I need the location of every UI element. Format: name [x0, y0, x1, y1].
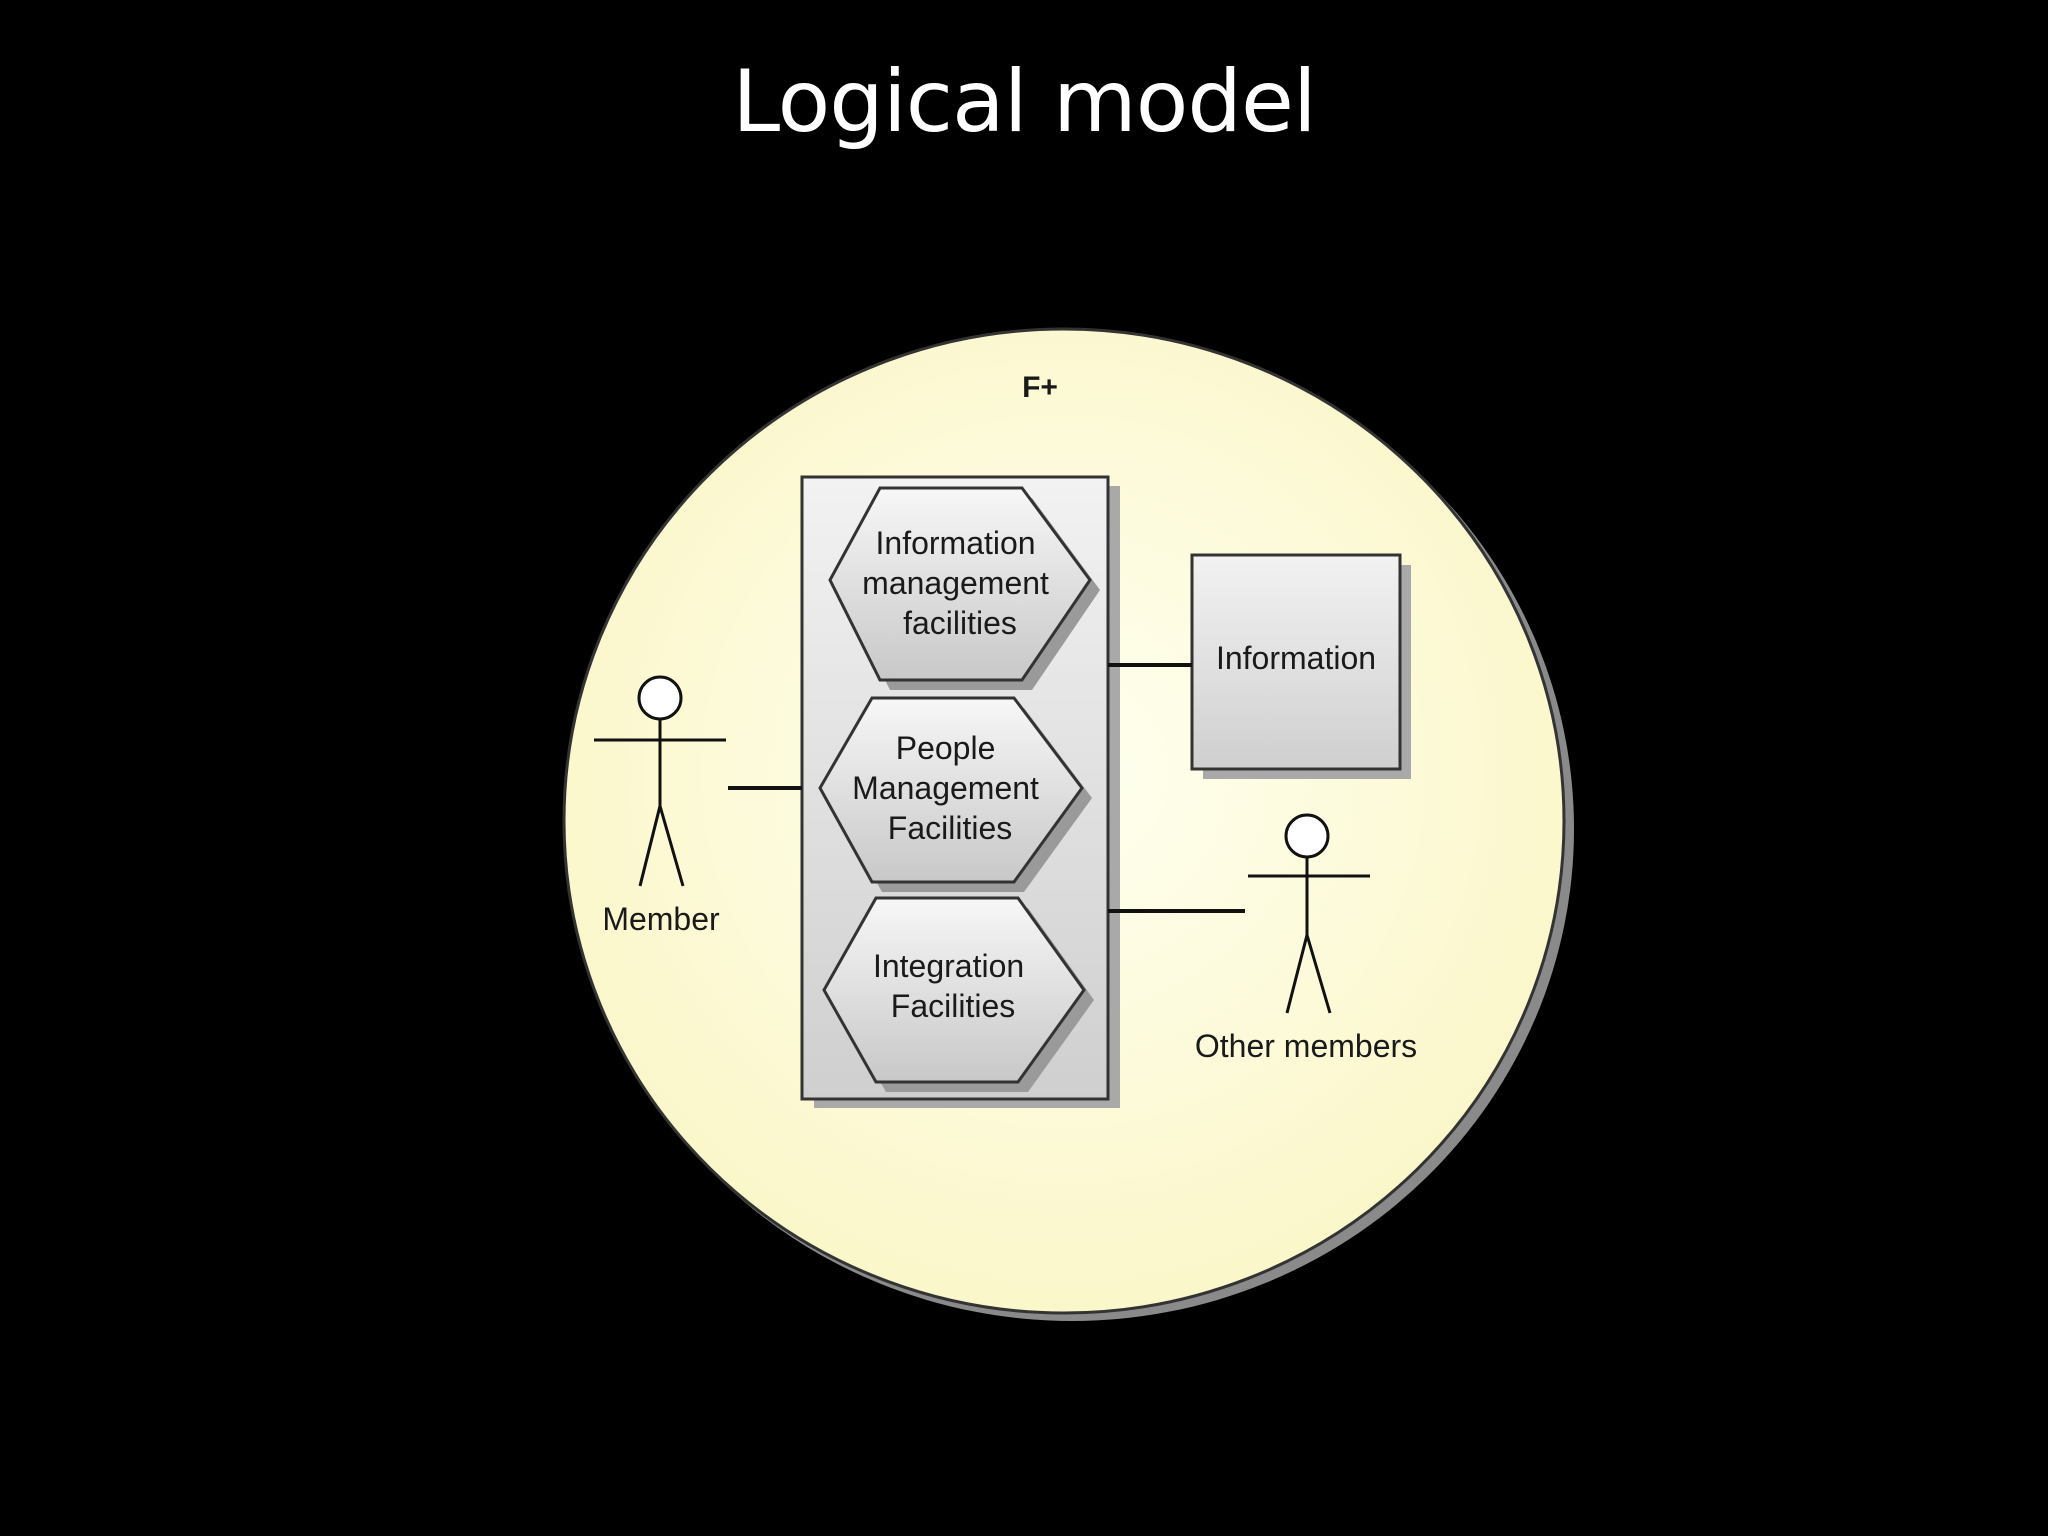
- member-label: Member: [602, 901, 720, 937]
- info-mgmt-line-1: Information: [876, 525, 1036, 561]
- svg-text:Integration Facilities: Integration Facilities: [873, 948, 1033, 1024]
- system-label: F+: [1022, 371, 1058, 404]
- people-mgmt-line-3: Facilities: [888, 810, 1012, 846]
- info-mgmt-line-2: management: [862, 565, 1049, 601]
- info-mgmt-facility: Information management facilities: [828, 486, 1100, 690]
- people-mgmt-line-1: People: [896, 730, 996, 766]
- information-label: Information: [1216, 640, 1376, 676]
- other-members-actor: [1248, 813, 1370, 1014]
- integration-facility: Integration Facilities: [822, 896, 1094, 1092]
- people-mgmt-facility: People Management Facilities: [818, 696, 1092, 892]
- info-mgmt-line-3: facilities: [903, 605, 1017, 641]
- integration-line-1: Integration: [873, 948, 1024, 984]
- svg-text:Information management: Information management facilities: [862, 525, 1058, 641]
- integration-line-2: Facilities: [891, 988, 1015, 1024]
- slide-title: Logical model: [732, 52, 1317, 152]
- member-actor: [594, 675, 726, 887]
- svg-text:People Management: People Management Facilities: [852, 730, 1048, 846]
- information-box: Information: [1190, 553, 1411, 779]
- other-members-label: Other members: [1195, 1028, 1417, 1064]
- people-mgmt-line-2: Management: [852, 770, 1039, 806]
